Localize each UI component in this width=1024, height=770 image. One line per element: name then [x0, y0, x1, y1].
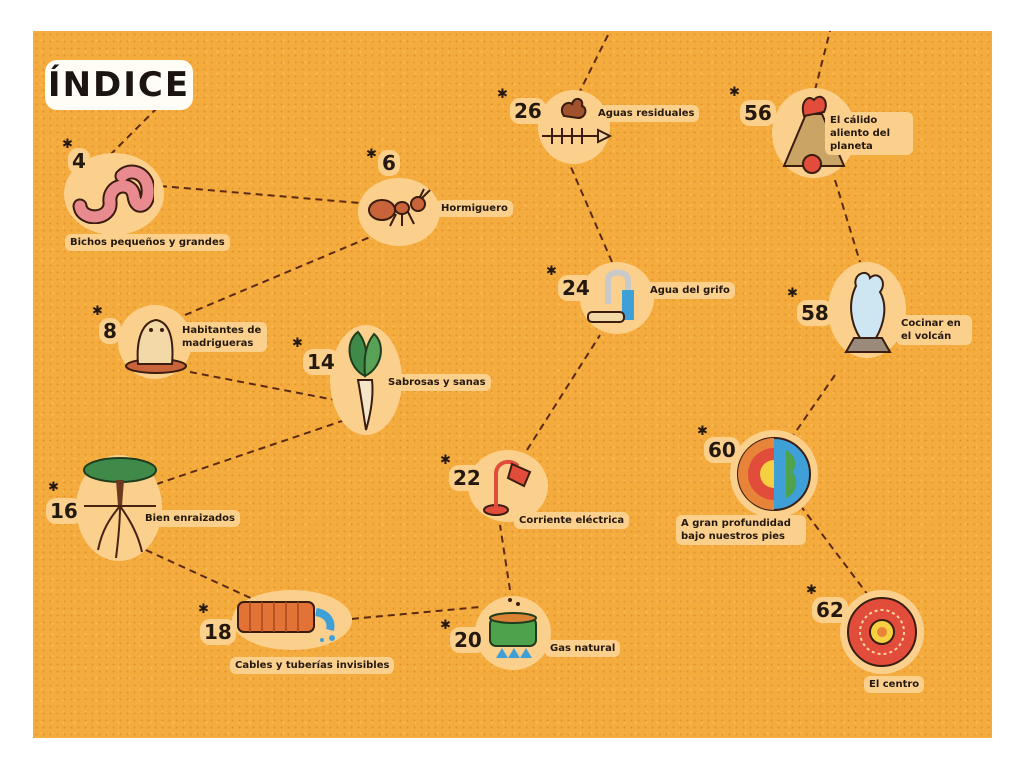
ant-marker-icon: ✱ [62, 137, 73, 152]
fish-bones-icon [542, 98, 612, 144]
page-number: 16 [46, 498, 82, 524]
entry-label: Agua del grifo [645, 282, 735, 299]
entry-label: Aguas residuales [593, 105, 700, 122]
link-56-top [814, 30, 831, 91]
pipe-icon [237, 601, 335, 642]
core-icon [847, 597, 917, 667]
page-number: 14 [303, 349, 339, 375]
ant-marker-icon: ✱ [366, 147, 377, 162]
link-58-60 [789, 374, 836, 441]
page-number: 8 [99, 318, 121, 344]
earth-layers-icon [737, 437, 811, 511]
ant-marker-icon: ✱ [92, 304, 103, 319]
cooking-pot-icon [489, 598, 537, 658]
link-60-62 [799, 504, 869, 596]
ant-marker-icon: ✱ [292, 336, 303, 351]
geyser-icon [844, 271, 892, 353]
page-number: 58 [797, 300, 833, 326]
link-16-18 [134, 544, 256, 601]
ant-marker-icon: ✱ [697, 424, 708, 439]
page-number: 24 [558, 275, 594, 301]
ant-marker-icon: ✱ [806, 583, 817, 598]
link-6-8 [184, 234, 376, 316]
ant-icon [368, 188, 431, 227]
page-number: 4 [68, 148, 90, 174]
entry-label: Bichos pequeños y grandes [65, 234, 230, 251]
entry-label: Bien enraizados [140, 510, 240, 527]
link-24-26 [569, 164, 613, 263]
link-18-20 [339, 606, 481, 621]
entry-label: Corriente eléctrica [514, 512, 630, 529]
entry-label: El cálido aliento del planeta [825, 112, 913, 155]
entry-label: El centro [864, 676, 925, 693]
ant-marker-icon: ✱ [497, 87, 508, 102]
ant-marker-icon: ✱ [787, 286, 798, 301]
ant-marker-icon: ✱ [48, 480, 59, 495]
page-number: 6 [378, 150, 400, 176]
entry-label: Hormiguero [436, 200, 513, 217]
link-4-6 [159, 185, 361, 204]
entry-label: A gran profundidad bajo nuestros pies [676, 515, 806, 545]
page-number: 20 [450, 627, 486, 653]
ant-marker-icon: ✱ [198, 602, 209, 617]
entry-label: Gas natural [545, 640, 621, 657]
tree-icon [83, 457, 157, 559]
page-number: 60 [704, 437, 740, 463]
page-number: 62 [812, 597, 848, 623]
faucet-icon [587, 269, 634, 323]
link-14-16 [144, 419, 346, 489]
page-number: 22 [449, 465, 485, 491]
ant-marker-icon: ✱ [729, 85, 740, 100]
lamp-icon [483, 459, 532, 516]
index-title-box: ÍNDICE [45, 60, 193, 110]
ant-marker-icon: ✱ [546, 264, 557, 279]
link-20-22 [499, 524, 511, 591]
entry-label: Cocinar en el volcán [896, 315, 972, 345]
page-number: 56 [740, 100, 776, 126]
marmot-icon [125, 318, 187, 374]
page-number: 26 [510, 98, 546, 124]
ant-marker-icon: ✱ [440, 618, 451, 633]
link-8-14 [189, 371, 336, 401]
root-vegetable-icon [348, 330, 382, 431]
entry-label: Sabrosas y sanas [383, 374, 491, 391]
index-title: ÍNDICE [47, 65, 191, 105]
worm-icon [72, 164, 154, 224]
page-number: 18 [200, 619, 236, 645]
link-56-58 [834, 179, 861, 263]
entry-label: Cables y tuberías invisibles [230, 657, 395, 674]
link-22-24 [526, 334, 601, 451]
entry-label: Habitantes de madrigueras [177, 322, 267, 352]
ant-marker-icon: ✱ [440, 453, 451, 468]
